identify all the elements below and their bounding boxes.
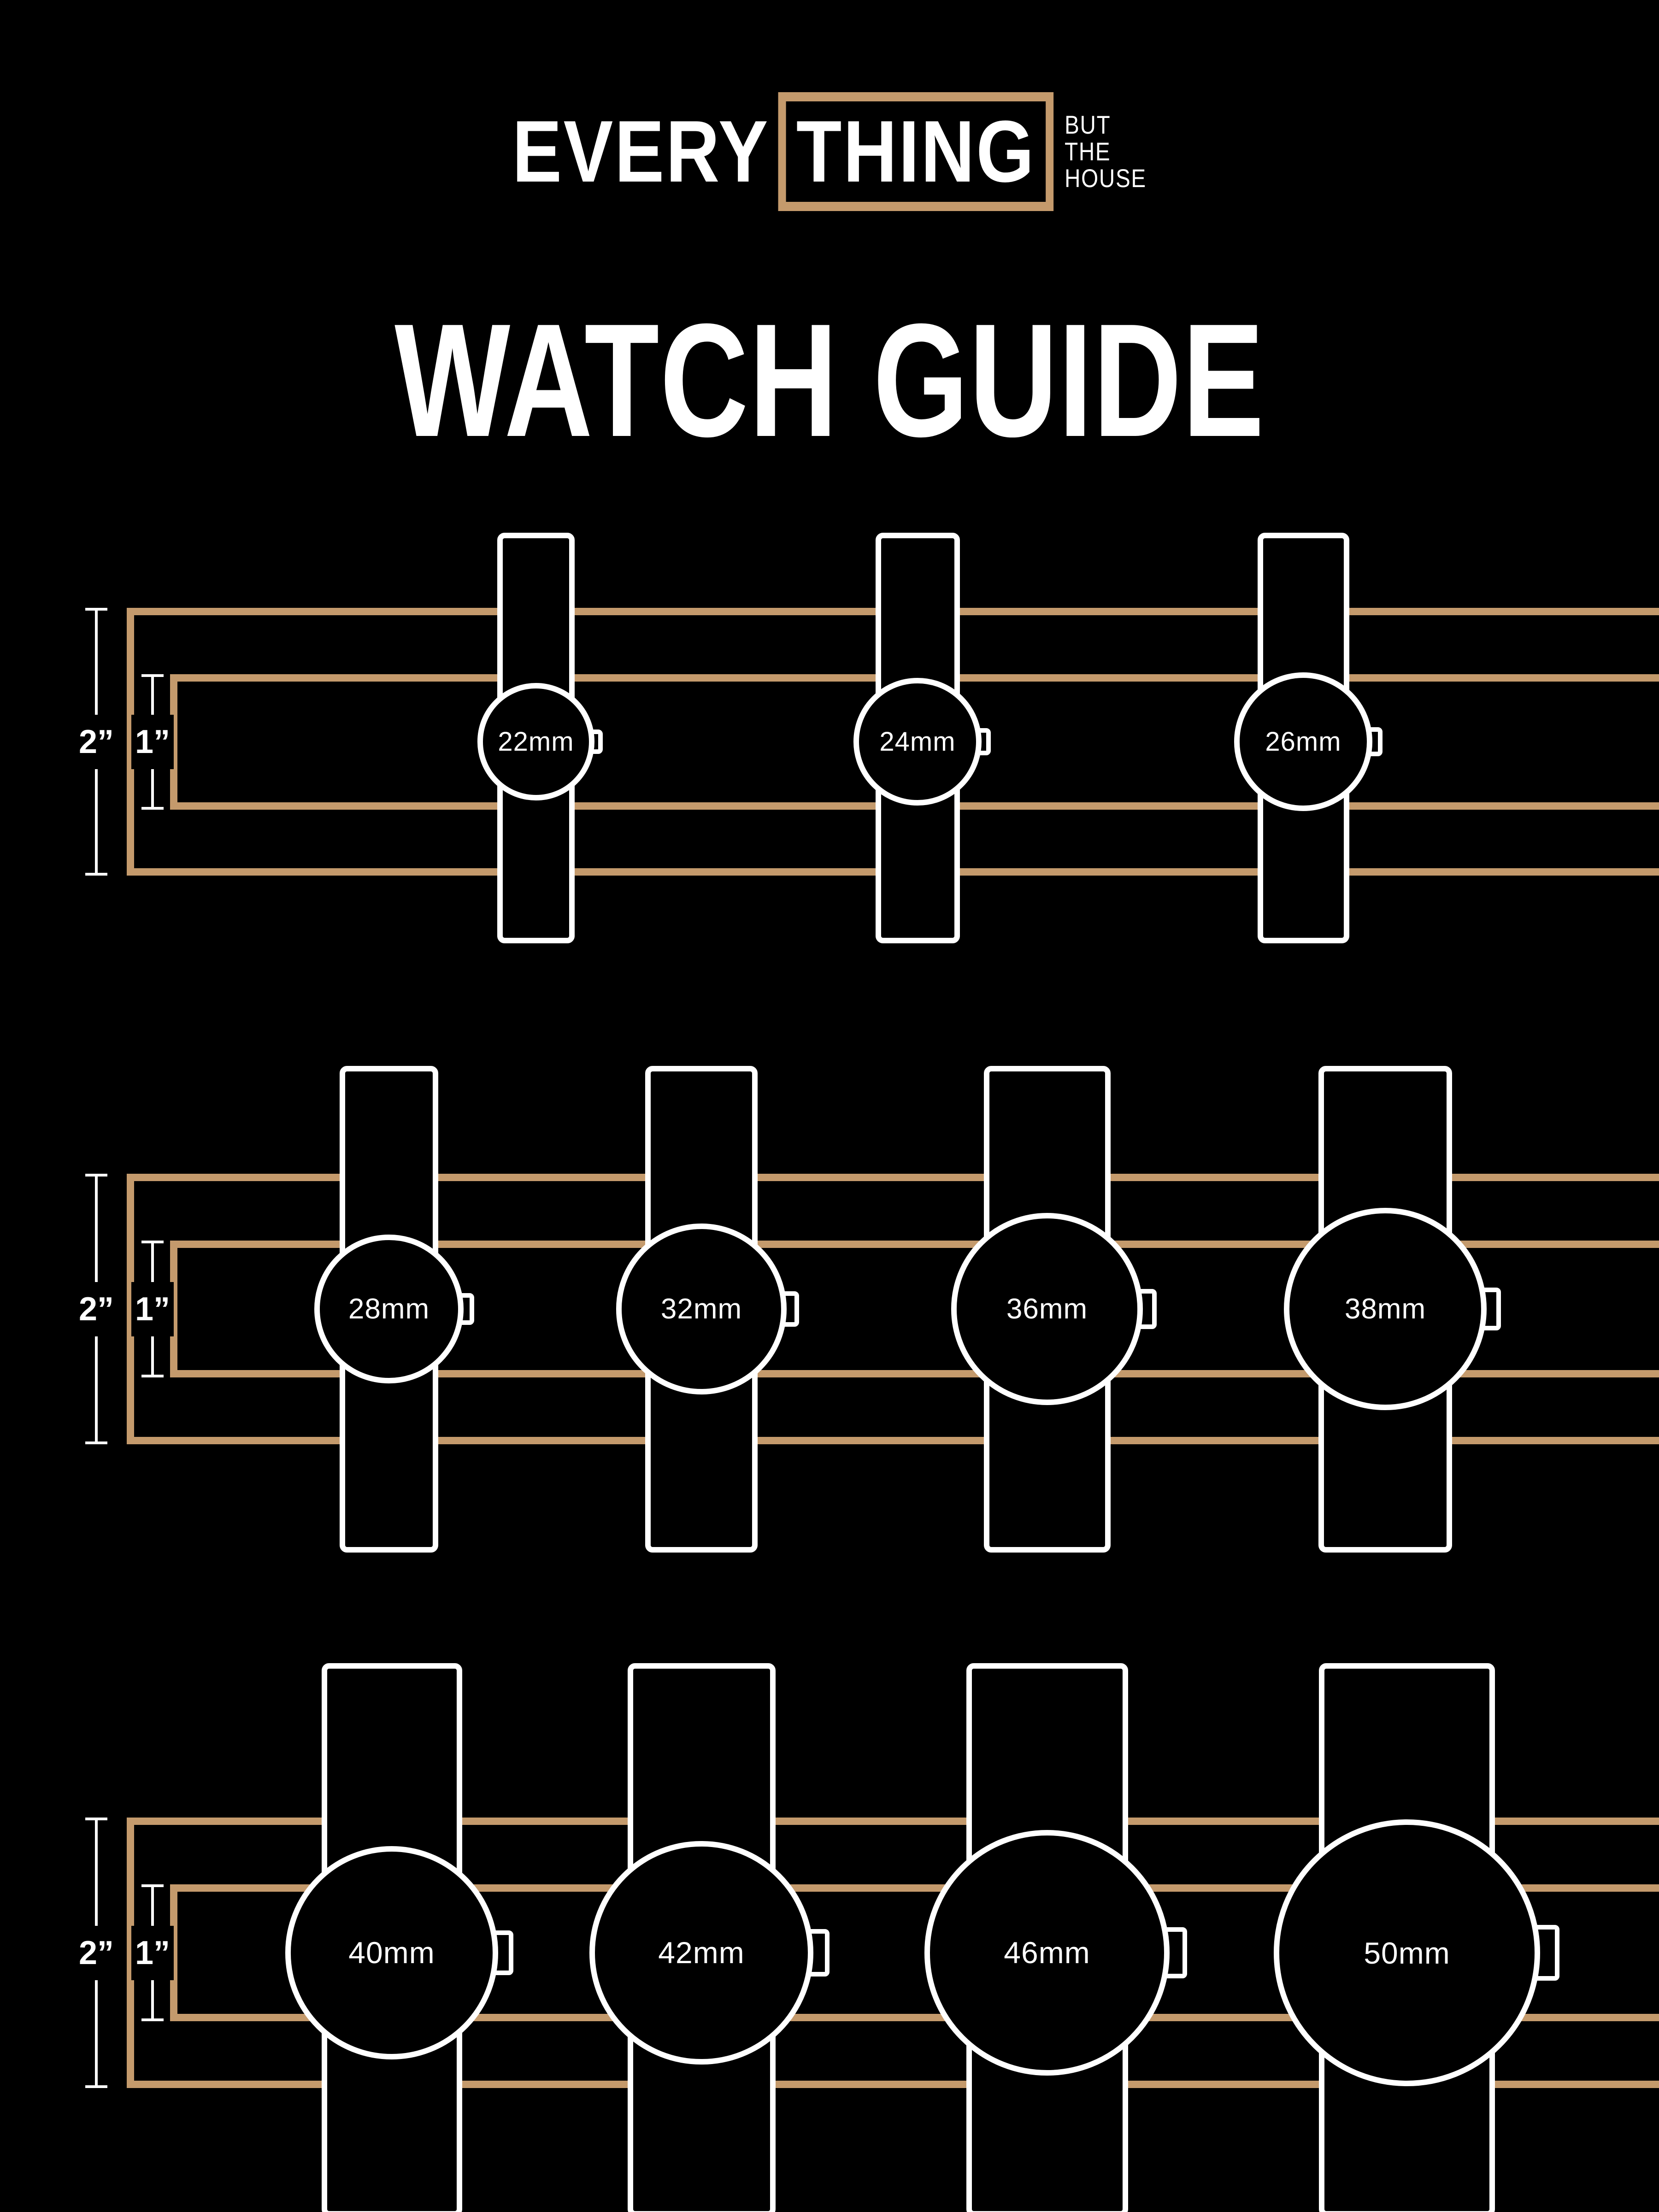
marker-tick-bottom	[85, 2085, 107, 2088]
marker-tick-top	[141, 1884, 164, 1887]
marker-tick-bottom	[85, 873, 107, 876]
watch-size-label: 36mm	[1006, 1293, 1088, 1325]
watch-size-label: 40mm	[348, 1936, 435, 1970]
scale-label: 1”	[131, 1925, 174, 1980]
marker-tick-top	[85, 1174, 107, 1177]
watch-case: 38mm	[1284, 1207, 1487, 1411]
scale-marker-2in: 2”	[75, 608, 118, 876]
logo-thing-box: THING	[778, 92, 1054, 211]
tagline-line-house: HOUSE	[1065, 164, 1147, 193]
watch-case: 24mm	[853, 677, 982, 806]
watch-size-label: 26mm	[1265, 726, 1341, 757]
watch-size-label: 32mm	[660, 1293, 742, 1325]
watch-size-label: 50mm	[1364, 1936, 1450, 1970]
marker-tick-top	[141, 1241, 164, 1243]
scale-band-1in	[170, 1241, 1659, 1377]
watch-case: 22mm	[477, 683, 595, 800]
watch-case: 40mm	[285, 1846, 499, 2059]
logo-lockup: EVERY THING BUT THE HOUSE	[512, 92, 1147, 211]
logo-tagline: BUT THE HOUSE	[1065, 110, 1147, 193]
watch-case: 36mm	[951, 1213, 1143, 1405]
watch-size-label: 22mm	[498, 726, 574, 757]
watch-case: 32mm	[616, 1224, 787, 1394]
tagline-line-but: BUT	[1065, 110, 1111, 139]
watch-case: 26mm	[1234, 672, 1373, 811]
logo-every-text: EVERY	[512, 103, 770, 200]
scale-band-1in	[170, 1884, 1659, 2021]
watch-size-label: 46mm	[1004, 1936, 1090, 1970]
scale-label: 1”	[131, 714, 174, 769]
watch-size-label: 42mm	[658, 1936, 745, 1970]
marker-tick-top	[85, 608, 107, 611]
page-title: WATCH GUIDE	[394, 290, 1265, 471]
watch-size-label: 28mm	[348, 1293, 430, 1325]
scale-label: 2”	[75, 1282, 118, 1336]
marker-tick-top	[85, 1818, 107, 1820]
scale-label: 2”	[75, 1925, 118, 1980]
scale-band-2in	[127, 1818, 1659, 2088]
watch-size-label: 24mm	[879, 726, 956, 757]
watch-case: 28mm	[314, 1234, 464, 1384]
watch-size-label: 38mm	[1344, 1293, 1426, 1325]
tagline-line-the: THE	[1065, 136, 1111, 166]
marker-tick-bottom	[141, 1375, 164, 1377]
watch-case: 42mm	[589, 1841, 813, 2065]
scale-label: 1”	[131, 1282, 174, 1336]
title-wrap: WATCH GUIDE	[0, 290, 1659, 471]
scale-marker-2in: 2”	[75, 1174, 118, 1444]
marker-tick-bottom	[85, 1441, 107, 1444]
scale-marker-2in: 2”	[75, 1818, 118, 2088]
scale-band-2in	[127, 1174, 1659, 1444]
marker-tick-bottom	[141, 2018, 164, 2021]
scale-marker-1in: 1”	[131, 674, 174, 810]
scale-marker-1in: 1”	[131, 1241, 174, 1377]
watch-case: 46mm	[924, 1830, 1170, 2076]
scale-label: 2”	[75, 714, 118, 769]
marker-tick-top	[141, 674, 164, 677]
scale-marker-1in: 1”	[131, 1884, 174, 2021]
marker-tick-bottom	[141, 806, 164, 810]
ebth-logo: EVERY THING BUT THE HOUSE	[0, 92, 1659, 211]
logo-thing-text: THING	[796, 103, 1036, 200]
watch-case: 50mm	[1273, 1819, 1541, 2086]
